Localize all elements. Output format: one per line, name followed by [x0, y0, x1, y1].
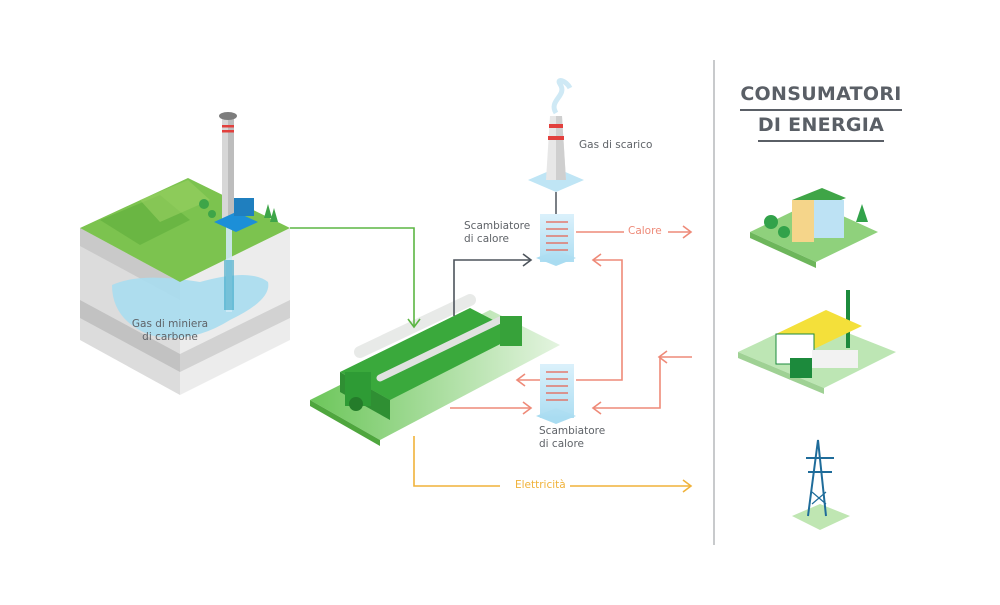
- heat-exchanger-top-label: Scambiatore di calore: [464, 220, 530, 246]
- power-pylon-icon: [792, 439, 850, 530]
- consumers-title: CONSUMATORI DI ENERGIA: [728, 80, 914, 142]
- mine-gas-label-line2: di carbone: [142, 331, 198, 343]
- exhaust-gas-label: Gas di scarico: [579, 139, 653, 151]
- factory-icon: [738, 290, 896, 394]
- residential-building-icon: [750, 188, 878, 268]
- electricity-label: Elettricità: [512, 479, 569, 491]
- coolant-supply-arrow: [450, 401, 533, 415]
- exhaust-chimney-illustration: [528, 78, 584, 192]
- title-line-1: CONSUMATORI: [740, 80, 902, 111]
- heat-output-arrow: [576, 225, 693, 239]
- coolant-return-arrow: [515, 373, 540, 387]
- heat-exchanger-top-illustration: [536, 214, 576, 266]
- heat-exchanger-bottom-label-line1: Scambiatore: [539, 425, 606, 437]
- heat-exchanger-bottom-label-line2: di calore: [539, 438, 585, 450]
- coal-mine-block-illustration: [80, 112, 290, 395]
- heat-exchanger-bottom-label: Scambiatore di calore: [539, 425, 605, 451]
- exhaust-flow-arrow: [453, 253, 533, 316]
- title-line-2: DI ENERGIA: [757, 111, 885, 142]
- heat-exchanger-top-label-line2: di calore: [464, 233, 510, 245]
- heat-return-arrow: [591, 350, 692, 415]
- mine-gas-label: Gas di miniera di carbone: [112, 318, 228, 344]
- heat-label: Calore: [625, 225, 665, 237]
- gas-flow-arrow: [290, 227, 421, 329]
- mine-gas-label-line1: Gas di miniera: [131, 318, 209, 330]
- heat-exchanger-bottom-illustration: [536, 364, 576, 424]
- heat-exchanger-top-label-line1: Scambiatore: [464, 220, 531, 232]
- heat-loop-arrow: [576, 253, 623, 381]
- electricity-flow-arrow: [413, 436, 693, 493]
- gas-engine-generator-illustration: [310, 294, 560, 446]
